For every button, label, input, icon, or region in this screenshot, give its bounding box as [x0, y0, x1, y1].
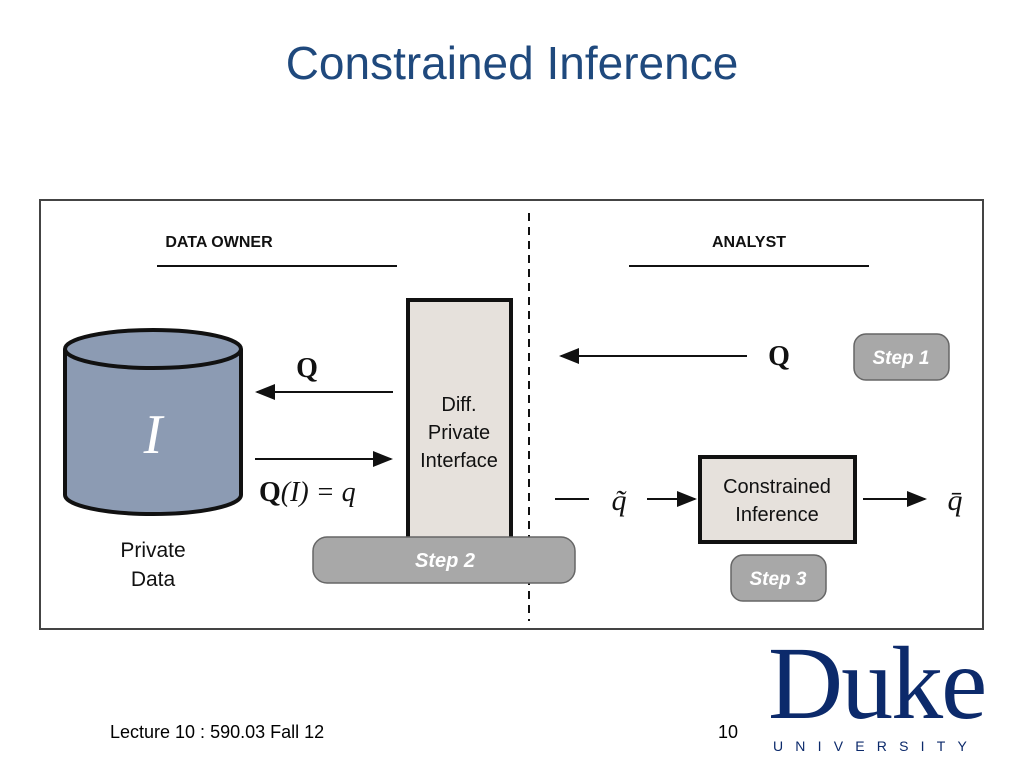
- private-data-caption-line2: Data: [131, 568, 176, 591]
- page-number: 10: [718, 722, 739, 742]
- footer-lecture-info: Lecture 10 : 590.03 Fall 12: [110, 722, 325, 742]
- data-owner-header: DATA OWNER: [165, 234, 273, 251]
- query-label-left: Q: [296, 353, 318, 384]
- true-answer-query-symbol: Q: [259, 477, 281, 508]
- step-3-badge: [730, 554, 827, 602]
- step-2-badge: [312, 536, 576, 584]
- query-label-right: Q: [768, 341, 790, 372]
- step-3-label: Step 3: [749, 569, 806, 590]
- dp-interface-line1: Diff.: [441, 394, 476, 416]
- true-answer-equation: Q(I) = q: [259, 477, 356, 508]
- database-symbol: I: [143, 404, 165, 466]
- step-1-label: Step 1: [872, 348, 929, 369]
- duke-logo-wordmark: Duke: [768, 626, 987, 741]
- diagram-figure: DATA OWNER ANALYST I Private Data Q Q(I)…: [39, 199, 984, 630]
- step-2-label: Step 2: [415, 550, 475, 572]
- noisy-answer-symbol: q̃: [612, 484, 627, 517]
- constrained-inference-box: [698, 455, 857, 544]
- dp-interface-box: [406, 298, 513, 542]
- private-data-cylinder-icon: [63, 328, 243, 516]
- analyst-header: ANALYST: [712, 234, 786, 251]
- diagram-canvas: DATA OWNER ANALYST I Private Data Q Q(I)…: [63, 213, 963, 621]
- constrained-inference-line1: Constrained: [723, 476, 831, 498]
- step-1-badge: [853, 333, 950, 381]
- duke-logo-subtitle: UNIVERSITY: [773, 738, 980, 754]
- final-answer-symbol: q̄: [948, 484, 963, 517]
- true-answer-rest: (I) = q: [281, 477, 356, 508]
- dp-interface-line3: Interface: [420, 450, 498, 472]
- slide-title: Constrained Inference: [285, 37, 739, 89]
- constrained-inference-line2: Inference: [735, 504, 818, 526]
- private-data-caption-line1: Private: [120, 539, 185, 562]
- dp-interface-line2: Private: [428, 422, 490, 444]
